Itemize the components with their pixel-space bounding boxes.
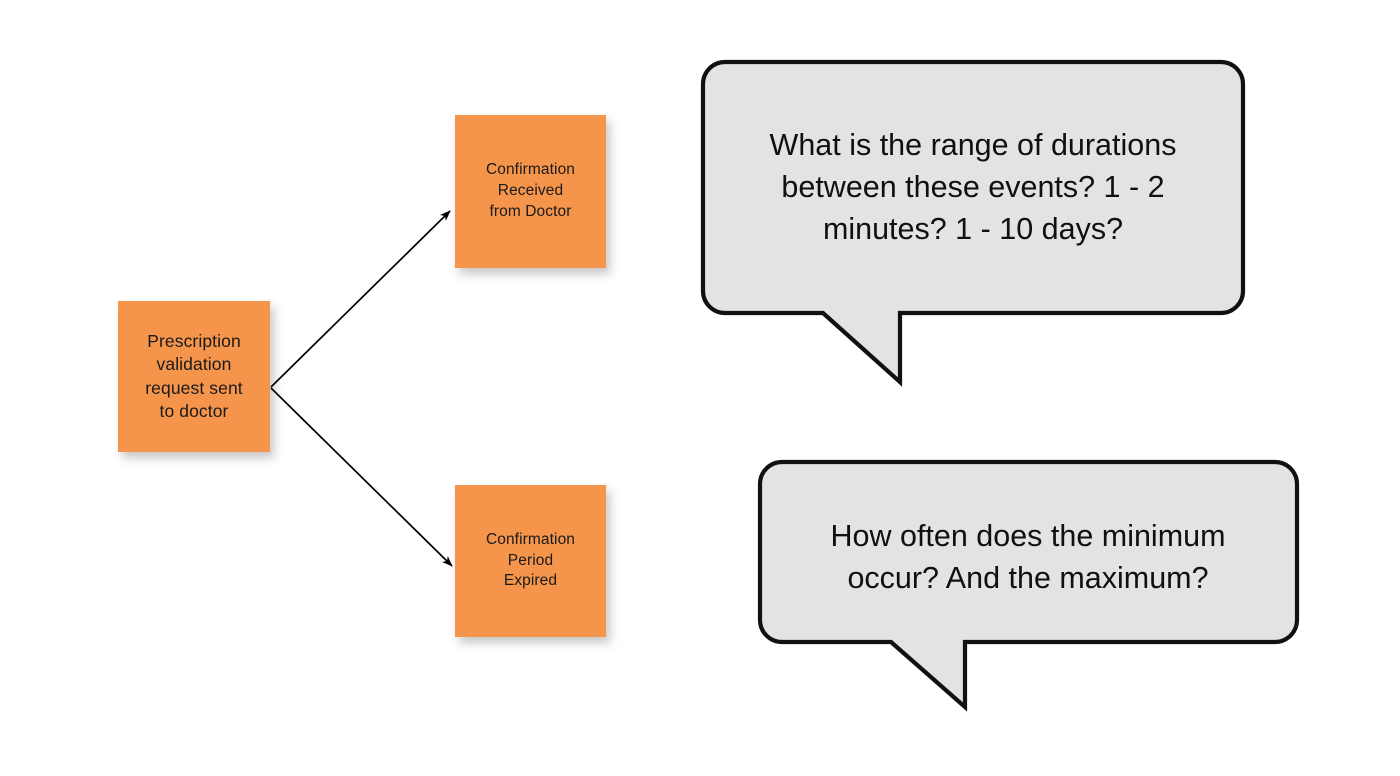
sticky-note-label: Prescription validation request sent to … (145, 330, 243, 421)
speech-bubble-shape (700, 59, 1246, 387)
speech-bubble-text: What is the range of durations between t… (769, 127, 1177, 247)
sticky-note-label: Confirmation Received from Doctor (485, 161, 576, 220)
speech-bubble-shape (757, 459, 1300, 712)
arrow-to-confirmation-received (270, 210, 451, 388)
arrow-to-confirmation-expired (270, 387, 453, 567)
sticky-note-prescription-validation-request[interactable]: Prescription validation request sent to … (118, 301, 270, 452)
sticky-note-label: Confirmation Period Expired (485, 530, 576, 590)
sticky-note-confirmation-period-expired[interactable]: Confirmation Period Expired (455, 485, 606, 637)
speech-bubble-text: How often does the minimum occur? And th… (830, 518, 1226, 595)
sticky-note-confirmation-received-from-doctor[interactable]: Confirmation Received from Doctor (455, 115, 606, 268)
